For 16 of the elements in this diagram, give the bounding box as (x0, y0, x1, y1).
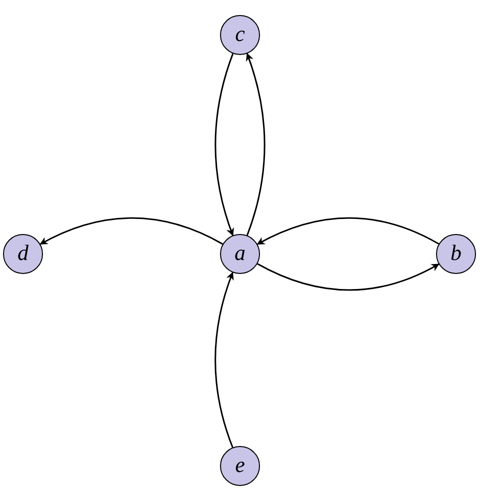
arrow (246, 52, 266, 236)
node-circle (436, 234, 476, 274)
node-label: a (234, 242, 246, 264)
node-circle (220, 234, 260, 274)
node-label: d (18, 242, 28, 264)
node-label: b (450, 242, 462, 264)
node-label: e (235, 454, 245, 476)
node-circle (3, 234, 43, 274)
arrow (40, 217, 223, 245)
node-circle (220, 446, 260, 486)
arrow (214, 53, 234, 236)
arrow (214, 272, 234, 448)
arrow (257, 263, 440, 291)
node-label: c (235, 22, 245, 44)
arrow (256, 217, 440, 245)
node-circle (220, 15, 260, 55)
